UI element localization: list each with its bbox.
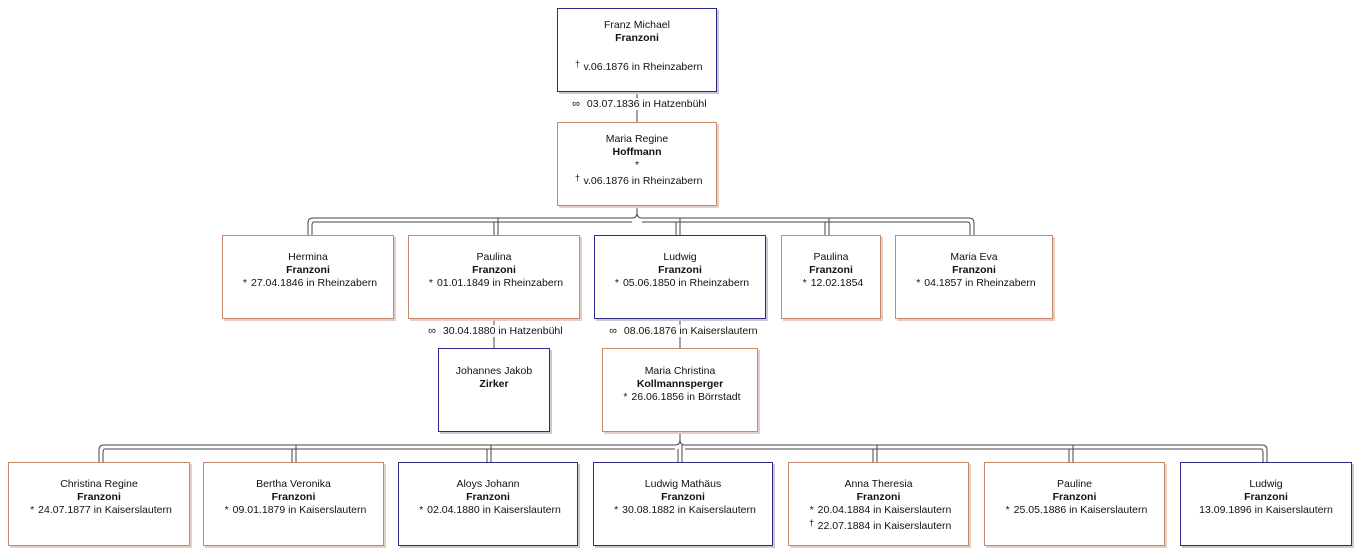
given-name: Maria Regine [605,133,669,145]
surname: Franzoni [1052,491,1097,503]
person-card-ludwig-2[interactable]: Ludwig Franzoni 13.09.1896 in Kaiserslau… [1180,462,1352,546]
surname: Franzoni [661,491,705,503]
surname: Zirker [479,378,509,390]
given-name: Maria Christina [644,365,716,377]
birth-icon: * [634,159,640,171]
person-card-paulina-2[interactable]: Paulina Franzoni *12.02.1854 [781,235,881,319]
birth-icon: * [1005,504,1010,516]
child-branch [679,432,1268,462]
person-card-ludwig-mathaus[interactable]: Ludwig Mathäus Franzoni *30.08.1882 in K… [593,462,773,546]
surname: Franzoni [856,491,901,503]
surname: Franzoni [809,264,853,276]
marriage-label: ∞ 03.07.1836 in Hatzenbühl [566,98,709,110]
given-name: Ludwig Mathäus [644,478,722,490]
given-name: Franz Michael [604,19,670,31]
given-name: Aloys Johann [456,478,520,490]
birth-icon: * [419,504,424,516]
given-name: Maria Eva [950,251,998,263]
birth-icon: * [428,277,433,289]
given-name: Paulina [813,251,849,263]
person-card-maria-christina[interactable]: Maria Christina Kollmannsperger *26.06.1… [602,348,758,432]
marriage-icon: ∞ [609,325,617,337]
person-card-hermina[interactable]: Hermina Franzoni *27.04.1846 in Rheinzab… [222,235,394,319]
given-name: Ludwig [1249,478,1283,490]
person-card-paulina[interactable]: Paulina Franzoni *01.01.1849 in Rheinzab… [408,235,580,319]
birth-icon: * [623,391,628,403]
given-name: Bertha Veronika [256,478,331,490]
marriage-label: ∞ 30.04.1880 in Hatzenbühl [422,325,565,337]
given-name: Ludwig [663,251,697,263]
birth-icon: * [224,504,229,516]
birth-icon: * [802,277,807,289]
death-icon: † [575,173,581,183]
given-name: Hermina [288,251,328,263]
surname: Franzoni [466,491,510,503]
person-card-bertha-veronika[interactable]: Bertha Veronika Franzoni *09.01.1879 in … [203,462,384,546]
birth-event: *09.01.1879 in Kaiserslautern [204,504,383,517]
birth-event: *26.06.1856 in Börrstadt [603,391,757,404]
surname: Franzoni [615,32,659,44]
birth-event: *30.08.1882 in Kaiserslautern [594,504,772,517]
surname: Franzoni [271,491,316,503]
birth-event: *04.1857 in Rheinzabern [896,277,1052,290]
given-name: Johannes Jakob [455,365,533,377]
date-event: 13.09.1896 in Kaiserslautern [1199,504,1333,516]
child-branch [311,221,632,235]
birth-event: *27.04.1846 in Rheinzabern [223,277,393,290]
death-event: †22.07.1884 in Kaiserslautern [789,517,968,533]
person-card-aloys-johann[interactable]: Aloys Johann Franzoni *02.04.1880 in Kai… [398,462,578,546]
child-branch [98,432,681,462]
person-card-franz-michael[interactable]: Franz Michael Franzoni †v.06.1876 in Rhe… [557,8,717,92]
child-branch [102,448,675,462]
birth-icon: * [916,277,921,289]
surname: Franzoni [952,264,996,276]
surname: Franzoni [658,264,702,276]
death-event: †v.06.1876 in Rheinzabern [558,58,716,74]
marriage-icon: ∞ [572,98,580,110]
death-event: †v.06.1876 in Rheinzabern [558,172,716,188]
person-card-johannes-jakob[interactable]: Johannes Jakob Zirker [438,348,550,432]
child-branch [685,448,1264,462]
given-name: Pauline [1056,478,1093,490]
surname: Hoffmann [612,146,662,158]
given-name: Paulina [476,251,512,263]
birth-event: *12.02.1854 [782,277,880,290]
birth-event: *25.05.1886 in Kaiserslautern [985,504,1164,517]
birth-event: * [558,159,716,172]
surname: Franzoni [1244,491,1288,503]
person-card-maria-regine[interactable]: Maria Regine Hoffmann * †v.06.1876 in Rh… [557,122,717,206]
child-branch [642,221,971,235]
child-branch [636,206,975,235]
given-name: Anna Theresia [844,478,913,490]
person-card-anna-theresia[interactable]: Anna Theresia Franzoni *20.04.1884 in Ka… [788,462,969,546]
birth-icon: * [30,504,35,516]
birth-icon: * [614,277,619,289]
birth-event: *01.01.1849 in Rheinzabern [409,277,579,290]
given-name: Christina Regine [60,478,138,490]
death-icon: † [575,59,581,69]
birth-icon: * [809,504,814,516]
birth-icon: * [614,504,619,516]
surname: Kollmannsperger [636,378,724,390]
person-card-maria-eva[interactable]: Maria Eva Franzoni *04.1857 in Rheinzabe… [895,235,1053,319]
marriage-icon: ∞ [428,325,436,337]
marriage-label: ∞ 08.06.1876 in Kaiserslautern [603,325,760,337]
birth-event: *02.04.1880 in Kaiserslautern [399,504,577,517]
person-card-pauline[interactable]: Pauline Franzoni *25.05.1886 in Kaisersl… [984,462,1165,546]
surname: Franzoni [77,491,121,503]
birth-event: *24.07.1877 in Kaiserslautern [9,504,189,517]
birth-event: *20.04.1884 in Kaiserslautern [789,504,968,517]
birth-icon: * [242,277,247,289]
surname: Franzoni [472,264,516,276]
death-icon: † [809,518,815,528]
surname: Franzoni [286,264,330,276]
person-card-ludwig[interactable]: Ludwig Franzoni *05.06.1850 in Rheinzabe… [594,235,766,319]
person-card-christina-regine[interactable]: Christina Regine Franzoni *24.07.1877 in… [8,462,190,546]
birth-event: *05.06.1850 in Rheinzabern [595,277,765,290]
child-branch [307,206,638,235]
